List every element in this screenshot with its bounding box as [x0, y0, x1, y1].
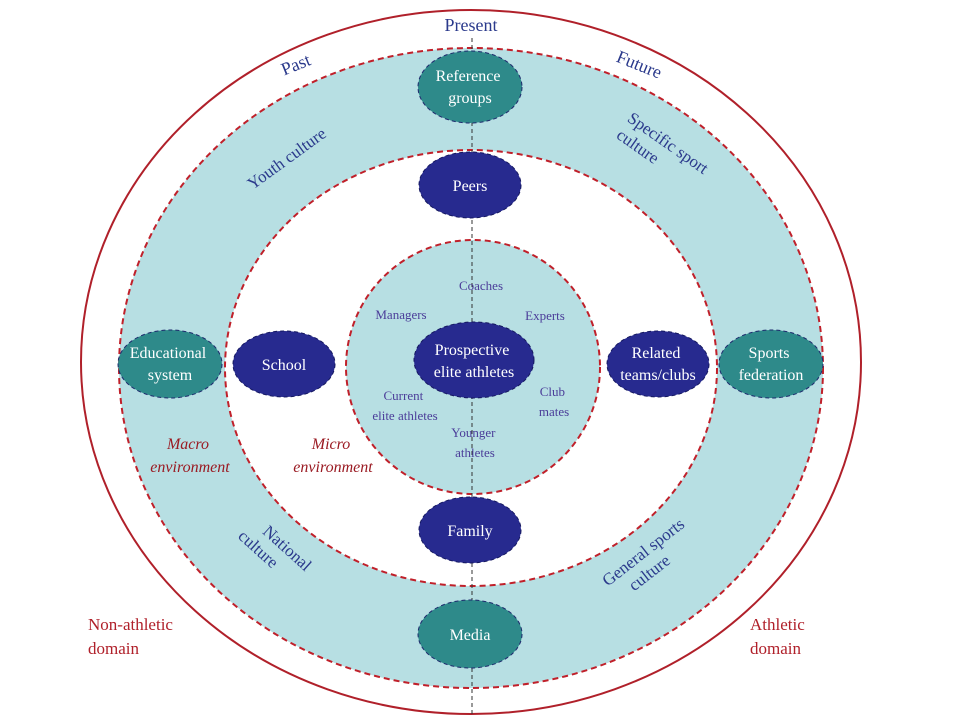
- label-club-mates: Club mates: [539, 384, 569, 419]
- node-family: Family: [418, 496, 522, 564]
- label-present: Present: [445, 15, 498, 35]
- svg-text:Family: Family: [447, 523, 492, 540]
- label-macro-environment: Macro environment: [150, 436, 230, 476]
- node-related-teams-clubs: Related teams/clubs: [606, 330, 710, 398]
- svg-text:School: School: [262, 357, 307, 374]
- svg-text:Peers: Peers: [453, 178, 488, 195]
- label-coaches: Coaches: [459, 278, 503, 293]
- svg-text:Sports federation: Sports federation: [739, 345, 804, 384]
- label-experts: Experts: [525, 308, 565, 323]
- svg-text:Prospective elite athlet: Prospective elite athletes: [434, 342, 514, 381]
- label-athletic-domain: Athletic domain: [750, 615, 809, 658]
- node-prospective-elite-athletes: Prospective elite athletes: [413, 321, 535, 399]
- label-non-athletic-domain: Non-athletic domain: [88, 615, 177, 658]
- label-younger-athletes: Younger athletes: [451, 425, 498, 460]
- label-managers: Managers: [375, 307, 426, 322]
- node-sports-federation: Sports federation: [718, 329, 824, 399]
- node-school: School: [232, 330, 336, 398]
- label-current-elite-athletes: Current elite athletes: [372, 388, 437, 423]
- node-educational-system: Educational system: [117, 329, 223, 399]
- svg-text:Reference groups: Reference groups: [436, 68, 505, 107]
- node-peers: Peers: [418, 151, 522, 219]
- svg-text:Related teams/clubs: Related teams/clubs: [620, 345, 696, 384]
- svg-text:Educational system: Educational system: [130, 345, 210, 384]
- node-media: Media: [417, 599, 523, 669]
- label-micro-environment: Micro environment: [293, 436, 373, 476]
- svg-text:Media: Media: [450, 627, 491, 644]
- node-reference-groups: Reference groups: [417, 50, 523, 124]
